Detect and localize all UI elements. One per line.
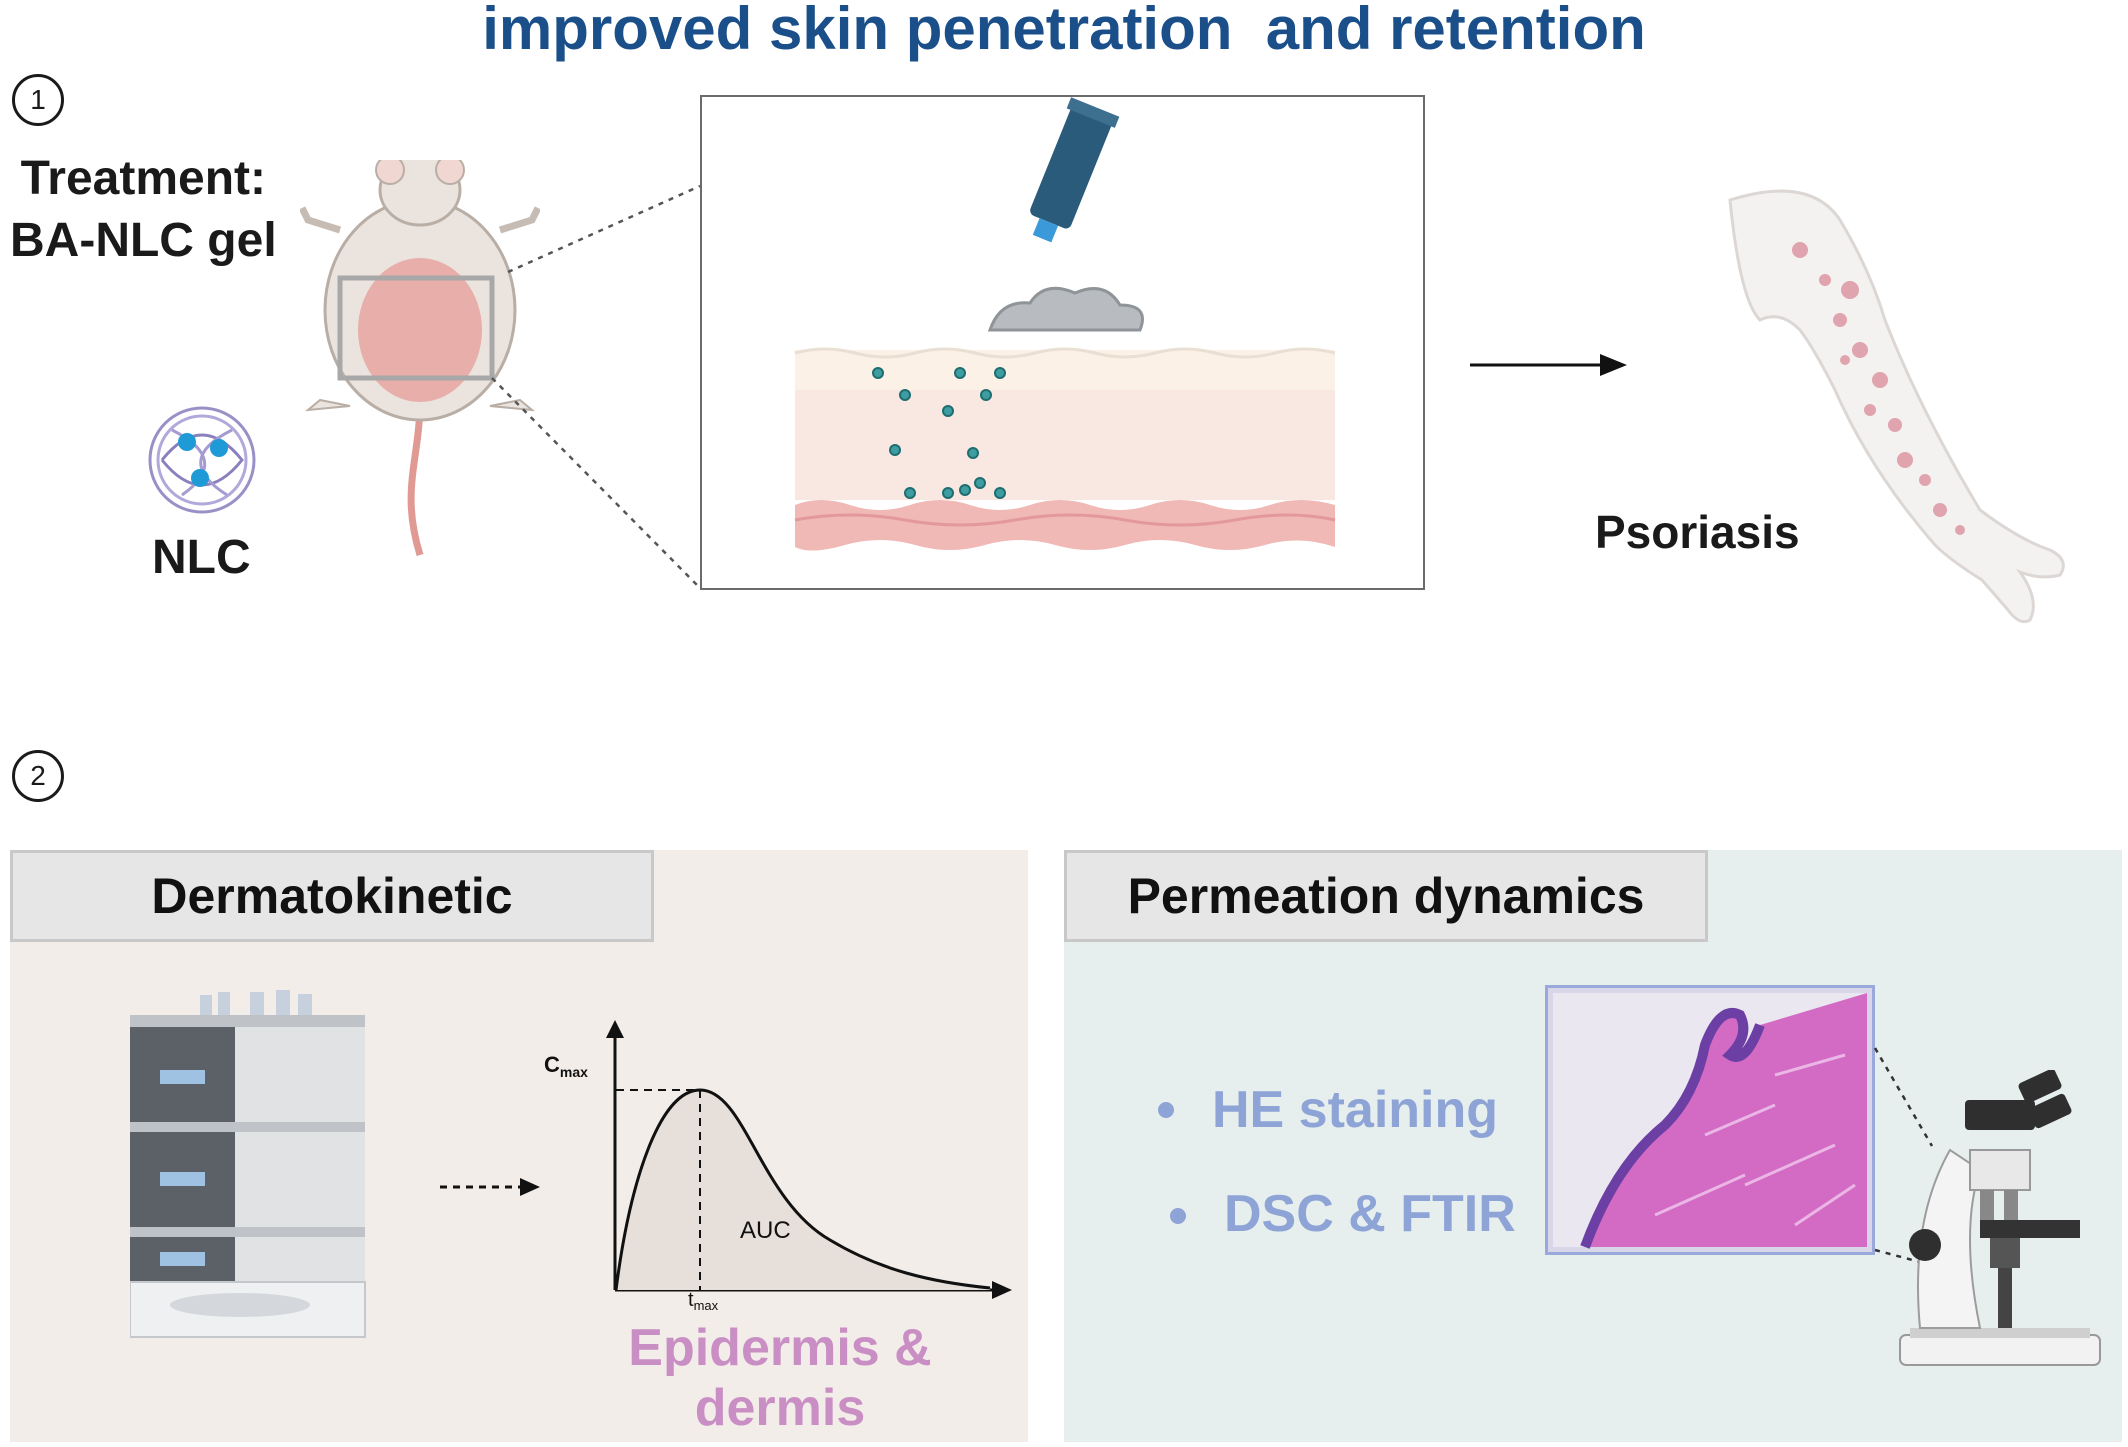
treatment-line-1: Treatment: xyxy=(20,152,267,205)
dotted-arrow xyxy=(440,1178,540,1196)
zoom-region-frame xyxy=(337,275,495,381)
nlc-particle-icon xyxy=(148,406,256,514)
treatment-label: Treatment: BA-NLC gel xyxy=(10,148,277,272)
psoriasis-arm-illustration xyxy=(1728,189,2065,624)
psoriasis-lesions xyxy=(1792,242,1965,535)
arrow-to-psoriasis xyxy=(1470,354,1627,376)
epidermis-layer xyxy=(795,390,1335,500)
tmax-label: tmax xyxy=(688,1289,719,1310)
cmax-label: Cmax xyxy=(544,1052,588,1080)
auc-area xyxy=(616,1090,990,1290)
permeation-header: Permeation dynamics xyxy=(1064,850,1708,942)
step-1-marker: 1 xyxy=(12,74,64,126)
gel-tube-icon xyxy=(1030,97,1120,243)
bullet-dsc-ftir: DSC & FTIR xyxy=(1224,1185,1516,1243)
concentration-time-curve: Cmax tmax AUC xyxy=(544,1020,1012,1310)
page-title: improved skin penetration and retention xyxy=(482,0,1646,62)
dermatokinetic-panel: Dermatokinetic xyxy=(10,850,1028,1442)
he-histology-image xyxy=(1545,985,1875,1255)
permeating-particles xyxy=(872,367,1006,499)
gel-blob xyxy=(987,286,1144,332)
zoom-connector-lines xyxy=(491,184,701,589)
treatment-line-2: BA-NLC gel xyxy=(10,214,277,267)
microscope-connector-lines xyxy=(1873,1047,1951,1272)
bullet-dot-2 xyxy=(1170,1208,1186,1224)
epidermis-line: Epidermis & xyxy=(628,1319,932,1377)
auc-label: AUC xyxy=(740,1217,791,1244)
dermatokinetic-header: Dermatokinetic xyxy=(10,850,654,942)
microscope-icon xyxy=(1899,1070,2101,1366)
step-2-marker: 2 xyxy=(12,750,64,802)
nlc-label: NLC xyxy=(152,531,251,584)
hplc-instrument-icon xyxy=(130,990,366,1338)
epidermis-dermis-label: Epidermis & dermis xyxy=(610,1318,950,1438)
psoriasis-label: Psoriasis xyxy=(1595,506,1800,558)
bullet-dot-1 xyxy=(1158,1102,1174,1118)
mouse-illustration xyxy=(300,160,540,557)
shaved-skin-area xyxy=(358,258,482,402)
dermis-line: dermis xyxy=(694,1379,866,1437)
dermis-layer xyxy=(795,500,1335,551)
skin-cross-section xyxy=(794,97,1336,551)
bullet-he-staining: HE staining xyxy=(1212,1081,1499,1139)
curve-line xyxy=(614,1088,991,1291)
